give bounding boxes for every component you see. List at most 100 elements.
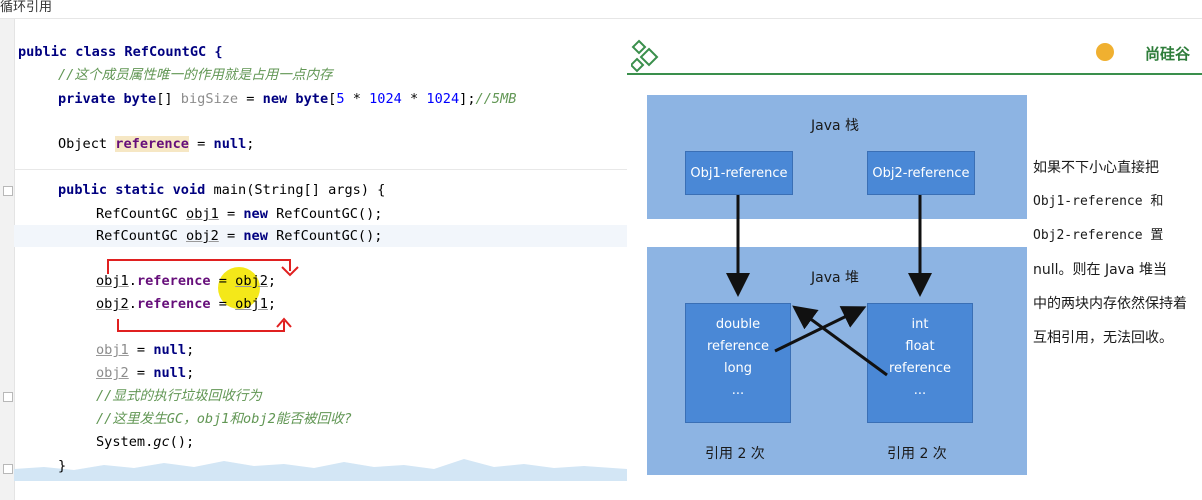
code-token: RefCountGC(); <box>267 206 383 222</box>
code-line-obj2-assign[interactable]: obj2.reference = obj1; <box>96 293 276 315</box>
code-token: RefCountGC(); <box>267 228 383 244</box>
code-comment: //显式的执行垃圾回收行为 <box>96 388 262 404</box>
obj1-reference-box: Obj1-reference <box>685 151 793 195</box>
fold-marker-icon[interactable] <box>3 464 13 474</box>
code-token: public class RefCountGC { <box>18 44 223 60</box>
field-label: ... <box>731 383 745 398</box>
field-label: int <box>911 317 929 332</box>
code-comment: //这个成员属性唯一的作用就是占用一点内存 <box>58 67 333 83</box>
code-line-comment-question[interactable]: //这里发生GC，obj1和obj2能否被回收? <box>96 408 352 430</box>
code-token: obj1 <box>235 296 268 312</box>
code-token: System. <box>96 434 154 450</box>
code-line-comment[interactable]: //这个成员属性唯一的作用就是占用一点内存 <box>58 64 333 86</box>
code-token: } <box>58 458 67 474</box>
code-token: new <box>243 206 268 222</box>
code-token: ; <box>186 342 195 358</box>
code-line-main[interactable]: public static void main(String[] args) { <box>58 179 385 201</box>
code-token: reference <box>136 296 211 312</box>
arrow-cross-obj2-to-obj1 <box>792 305 888 377</box>
code-line-reference-field[interactable]: Object reference = null; <box>58 133 254 155</box>
code-line-class-decl[interactable]: public class RefCountGC { <box>18 41 223 63</box>
fold-marker-icon[interactable] <box>3 186 13 196</box>
waveform-overlay <box>14 459 627 481</box>
red-annotation-arrows <box>107 259 299 332</box>
brand-logo-icon <box>1096 43 1114 61</box>
code-token: obj1 <box>186 206 219 222</box>
code-token: = <box>218 228 244 244</box>
code-token: RefCountGC <box>96 228 187 244</box>
code-token: * <box>401 91 427 107</box>
reference-arrows <box>726 195 932 377</box>
code-token: . <box>128 273 137 289</box>
field-label: long <box>723 361 753 376</box>
arrow-up-icon <box>276 317 292 328</box>
code-line-close-brace[interactable]: } <box>58 455 66 477</box>
mouse-cursor-highlight <box>218 267 260 309</box>
code-token: obj2 <box>186 228 219 244</box>
code-line-obj2-null[interactable]: obj2 = null; <box>96 362 194 384</box>
code-token: null <box>153 342 187 358</box>
obj1-heap-object: double reference long ... <box>685 303 791 423</box>
code-token: null <box>153 365 187 381</box>
code-line-bigsize[interactable]: private byte[] bigSize = new byte[5 * 10… <box>58 88 516 110</box>
code-token: (); <box>169 434 195 450</box>
explanation-line: Obj2-reference 置 <box>1033 228 1164 243</box>
code-token: reference <box>136 273 211 289</box>
explanation-line: 中的两块内存依然保持着 <box>1033 296 1187 312</box>
fold-marker-icon[interactable] <box>3 392 13 402</box>
heap-label: Java 堆 <box>811 270 860 286</box>
code-token: = <box>238 91 263 107</box>
code-token: RefCountGC <box>96 206 187 222</box>
code-token: = <box>210 273 236 289</box>
code-token: obj2 <box>96 365 129 381</box>
brand-logo-text: 尚硅谷 <box>1144 45 1190 63</box>
code-token: = <box>188 136 214 152</box>
code-line-obj1-null[interactable]: obj1 = null; <box>96 339 194 361</box>
code-token: = <box>128 365 154 381</box>
explanation-line: 如果不下小心直接把 <box>1033 160 1159 176</box>
slide-explanation: 如果不下小心直接把 Obj1-reference 和 Obj2-referenc… <box>1033 151 1201 355</box>
explanation-line: null。则在 Java 堆当 <box>1033 262 1167 278</box>
code-line-obj1-decl[interactable]: RefCountGC obj1 = new RefCountGC(); <box>96 203 382 225</box>
field-label: ... <box>913 383 927 398</box>
field-label: double <box>715 317 761 332</box>
ref-count-obj2: 引用 2 次 <box>887 446 947 462</box>
code-token: ; <box>267 296 277 312</box>
field-label: reference <box>888 361 952 376</box>
arrow-cross-obj1-to-obj2 <box>774 306 867 353</box>
code-token: private <box>58 91 124 107</box>
code-token: new byte <box>262 91 329 107</box>
code-line-obj1-assign[interactable]: obj1.reference = obj2; <box>96 270 276 292</box>
code-token: Object <box>58 136 116 152</box>
annotation-line <box>107 259 291 274</box>
obj2-reference-box: Obj2-reference <box>867 151 975 195</box>
code-token: * <box>344 91 370 107</box>
code-token: byte <box>123 91 157 107</box>
memory-diagram: Java 栈 Java 堆 Obj1-reference Obj2-refere… <box>647 95 1027 475</box>
arrow-down-icon <box>281 266 299 277</box>
code-token: obj1 <box>96 342 129 358</box>
field-label: reference <box>706 339 770 354</box>
code-editor[interactable]: public class RefCountGC { //这个成员属性唯一的作用就… <box>0 19 627 500</box>
editor-gutter <box>0 19 15 500</box>
window-title-bar: 循环引用 <box>0 0 1202 19</box>
code-comment: //这里发生GC，obj1和obj2能否被回收? <box>96 411 352 427</box>
code-token: ]; <box>459 91 476 107</box>
method-separator <box>14 169 627 170</box>
field-label: float <box>905 339 935 354</box>
ref-count-obj1: 引用 2 次 <box>705 446 765 462</box>
window-title: 循环引用 <box>0 0 53 15</box>
code-token: bigSize <box>180 91 239 107</box>
code-line-system-gc[interactable]: System.gc(); <box>96 431 194 453</box>
code-token: gc <box>153 434 170 450</box>
code-token: reference <box>115 136 189 152</box>
code-token: 5 <box>336 91 345 107</box>
code-token: main(String[] args) { <box>213 182 386 198</box>
code-line-obj2-decl[interactable]: RefCountGC obj2 = new RefCountGC(); <box>96 225 382 247</box>
slide-corner-logo-icon <box>631 39 659 73</box>
code-token: obj1 <box>96 273 129 289</box>
lecture-slide: 尚硅谷 Java 栈 Java 堆 Obj1-reference Obj2-re… <box>627 33 1202 485</box>
obj2-heap-object: int float reference ... <box>867 303 973 423</box>
code-token: obj2 <box>96 296 129 312</box>
code-line-comment-gc[interactable]: //显式的执行垃圾回收行为 <box>96 385 262 407</box>
